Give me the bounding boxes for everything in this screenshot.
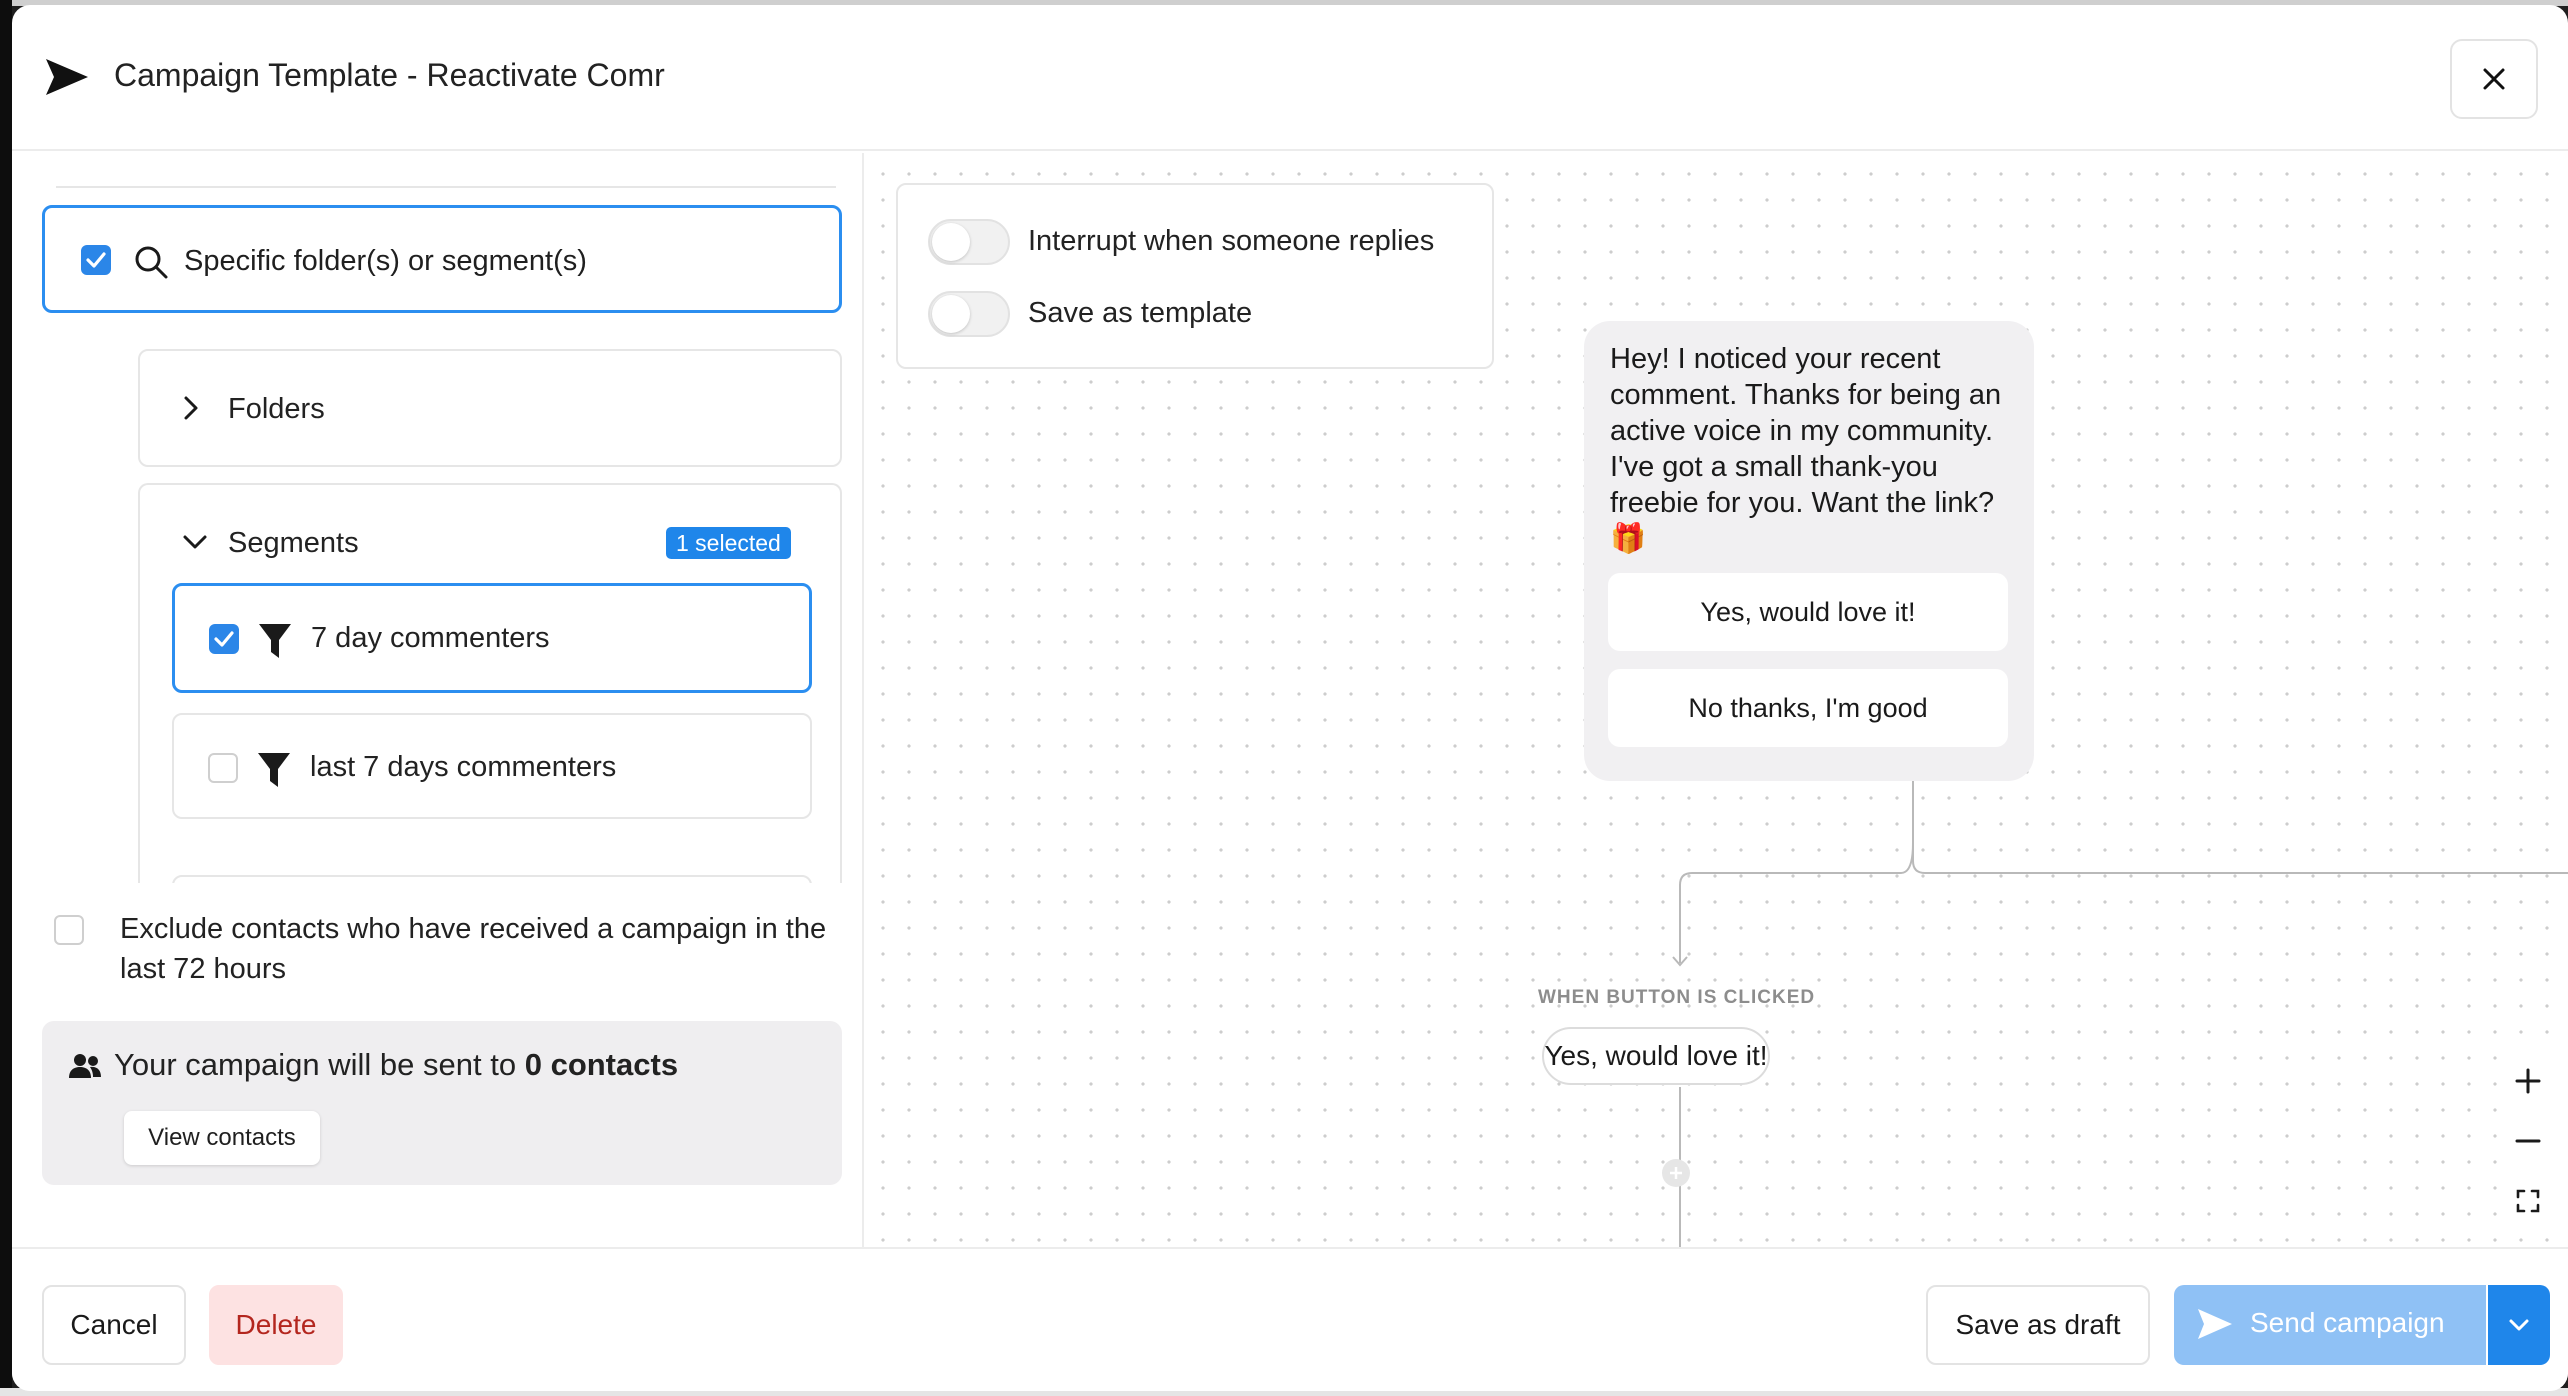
zoom-in-button[interactable] — [2498, 1055, 2558, 1107]
segment-checkbox[interactable] — [209, 624, 239, 654]
message-node[interactable]: Hey! I noticed your recent comment. Than… — [1584, 321, 2034, 781]
toggle-knob — [932, 223, 970, 261]
quick-reply-button[interactable]: Yes, would love it! — [1608, 573, 2008, 651]
recipient-count: 0 contacts — [524, 1047, 679, 1082]
interrupt-label: Interrupt when someone replies — [1028, 225, 1435, 257]
background-app-top — [0, 0, 2568, 6]
folders-label: Folders — [228, 393, 325, 425]
specific-segments-label: Specific folder(s) or segment(s) — [184, 245, 587, 277]
page-title: Campaign Template - Reactivate Comr — [114, 57, 665, 93]
view-contacts-button[interactable]: View contacts — [124, 1111, 320, 1165]
exclude-checkbox[interactable] — [54, 915, 84, 945]
modal-header: Campaign Template - Reactivate Comr — [12, 5, 2568, 151]
toggle-knob — [932, 295, 970, 333]
message-text: Hey! I noticed your recent comment. Than… — [1610, 343, 2002, 555]
specific-segments-checkbox[interactable] — [81, 245, 111, 275]
segments-label: Segments — [228, 527, 359, 559]
exclude-label: Exclude contacts who have received a cam… — [120, 913, 827, 985]
trigger-label: WHEN BUTTON IS CLICKED — [1538, 987, 1816, 1008]
selected-count-badge: 1 selected — [666, 527, 791, 559]
audience-panel: Specific folder(s) or segment(s) Folders… — [12, 153, 864, 1247]
segments-section: Segments 1 selected 7 day commenters las… — [138, 483, 842, 883]
add-step-node[interactable] — [1662, 1159, 1690, 1187]
specific-segments-option[interactable]: Specific folder(s) or segment(s) — [42, 205, 842, 313]
background-app-left — [0, 0, 12, 1396]
save-draft-button[interactable]: Save as draft — [1926, 1285, 2150, 1365]
send-options-button[interactable] — [2488, 1285, 2550, 1365]
zoom-out-button[interactable] — [2498, 1115, 2558, 1167]
chevron-down-icon[interactable] — [182, 533, 208, 551]
chevron-down-icon — [2509, 1319, 2529, 1331]
folders-section[interactable]: Folders — [138, 349, 842, 467]
interrupt-toggle[interactable] — [928, 219, 1010, 265]
send-icon — [2198, 1309, 2232, 1339]
summary-prefix: Your campaign will be sent to — [114, 1047, 525, 1082]
divider — [56, 186, 836, 188]
close-icon — [2483, 68, 2505, 90]
zoom-controls — [2498, 1055, 2558, 1235]
search-icon — [135, 246, 168, 279]
plus-icon — [1670, 1167, 1682, 1179]
save-template-toggle[interactable] — [928, 291, 1010, 337]
send-campaign-label: Send campaign — [2250, 1307, 2445, 1338]
chevron-right-icon — [184, 396, 198, 420]
cancel-button[interactable]: Cancel — [42, 1285, 186, 1365]
save-template-label: Save as template — [1028, 297, 1253, 329]
delete-button[interactable]: Delete — [209, 1285, 343, 1365]
funnel-icon — [259, 624, 291, 658]
segment-checkbox[interactable] — [208, 753, 238, 783]
recipient-summary: Your campaign will be sent to 0 contacts… — [42, 1021, 842, 1185]
campaign-options-card: Interrupt when someone replies Save as t… — [896, 183, 1494, 369]
segment-item-partial[interactable] — [172, 875, 812, 883]
segment-item[interactable]: last 7 days commenters — [172, 713, 812, 819]
flow-canvas[interactable]: Interrupt when someone replies Save as t… — [866, 153, 2568, 1247]
people-icon — [69, 1054, 101, 1078]
send-campaign-button[interactable]: Send campaign — [2174, 1285, 2486, 1365]
send-logo-icon — [46, 59, 88, 95]
segment-label: 7 day commenters — [311, 622, 550, 654]
campaign-modal: Campaign Template - Reactivate Comr Spec… — [12, 5, 2568, 1391]
fullscreen-icon — [2516, 1189, 2540, 1213]
minus-icon — [2515, 1139, 2541, 1143]
recipient-summary-text: Your campaign will be sent to 0 contacts — [114, 1047, 678, 1083]
trigger-button-node[interactable]: Yes, would love it! — [1542, 1027, 1770, 1085]
fit-view-button[interactable] — [2498, 1175, 2558, 1227]
segment-item[interactable]: 7 day commenters — [172, 583, 812, 693]
funnel-icon — [258, 753, 290, 787]
background-app-bottom — [0, 1388, 2568, 1396]
modal-footer: Cancel Delete Save as draft Send campaig… — [12, 1247, 2568, 1391]
check-icon — [214, 631, 234, 647]
check-icon — [86, 252, 106, 268]
quick-reply-button[interactable]: No thanks, I'm good — [1608, 669, 2008, 747]
close-button[interactable] — [2450, 39, 2538, 119]
plus-icon — [2515, 1068, 2541, 1094]
segment-label: last 7 days commenters — [310, 751, 617, 783]
